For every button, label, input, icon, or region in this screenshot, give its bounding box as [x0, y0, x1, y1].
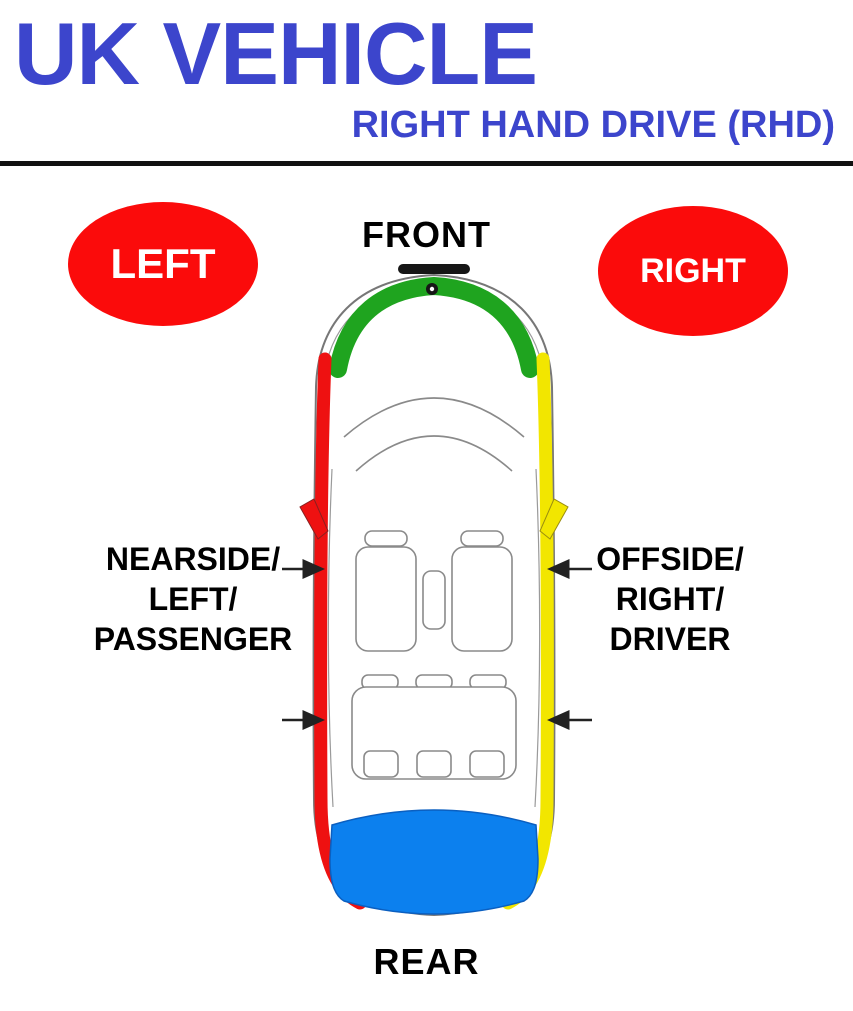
left-badge-label: LEFT [110, 240, 216, 287]
windshield-top-arc [343, 397, 525, 438]
right-badge: RIGHT [598, 206, 788, 336]
front-right-seat [451, 546, 513, 652]
left-door-line [327, 468, 334, 808]
page-subtitle: RIGHT HAND DRIVE (RHD) [351, 104, 835, 146]
rear-blue-zone [329, 809, 539, 915]
front-label: FRONT [362, 214, 491, 255]
front-left-headrest [364, 530, 408, 547]
offside-label-line2: RIGHT/ [615, 581, 725, 617]
rear-cushion-center [416, 750, 452, 778]
left-mirror [299, 498, 329, 540]
car-top-view-illustration [299, 264, 569, 917]
nearside-label-line2: LEFT/ [148, 581, 238, 617]
page-title: UK VEHICLE [14, 4, 538, 103]
nearside-label: NEARSIDE/ LEFT/ PASSENGER [58, 539, 328, 659]
offside-label-line1: OFFSIDE/ [596, 541, 744, 577]
front-left-seat [355, 546, 417, 652]
offside-label-line3: DRIVER [609, 621, 731, 657]
header: UK VEHICLE RIGHT HAND DRIVE (RHD) [0, 0, 853, 147]
divider [0, 161, 853, 166]
rear-label: REAR [373, 941, 480, 982]
nearside-label-line3: PASSENGER [93, 621, 293, 657]
nearside-label-line1: NEARSIDE/ [105, 541, 281, 577]
bonnet-emblem-center [429, 286, 435, 292]
windshield-base-arc [355, 435, 513, 472]
right-mirror [539, 498, 569, 540]
vehicle-diagram: FRONT LEFT RIGHT [0, 166, 853, 987]
offside-label: OFFSIDE/ RIGHT/ DRIVER [540, 539, 800, 659]
center-console [422, 570, 446, 630]
right-badge-label: RIGHT [640, 251, 746, 290]
front-right-headrest [460, 530, 504, 547]
rear-cushion-left [363, 750, 399, 778]
front-grille-mark [398, 264, 470, 274]
left-badge: LEFT [68, 202, 258, 326]
right-door-line [534, 468, 541, 808]
rear-cushion-right [469, 750, 505, 778]
